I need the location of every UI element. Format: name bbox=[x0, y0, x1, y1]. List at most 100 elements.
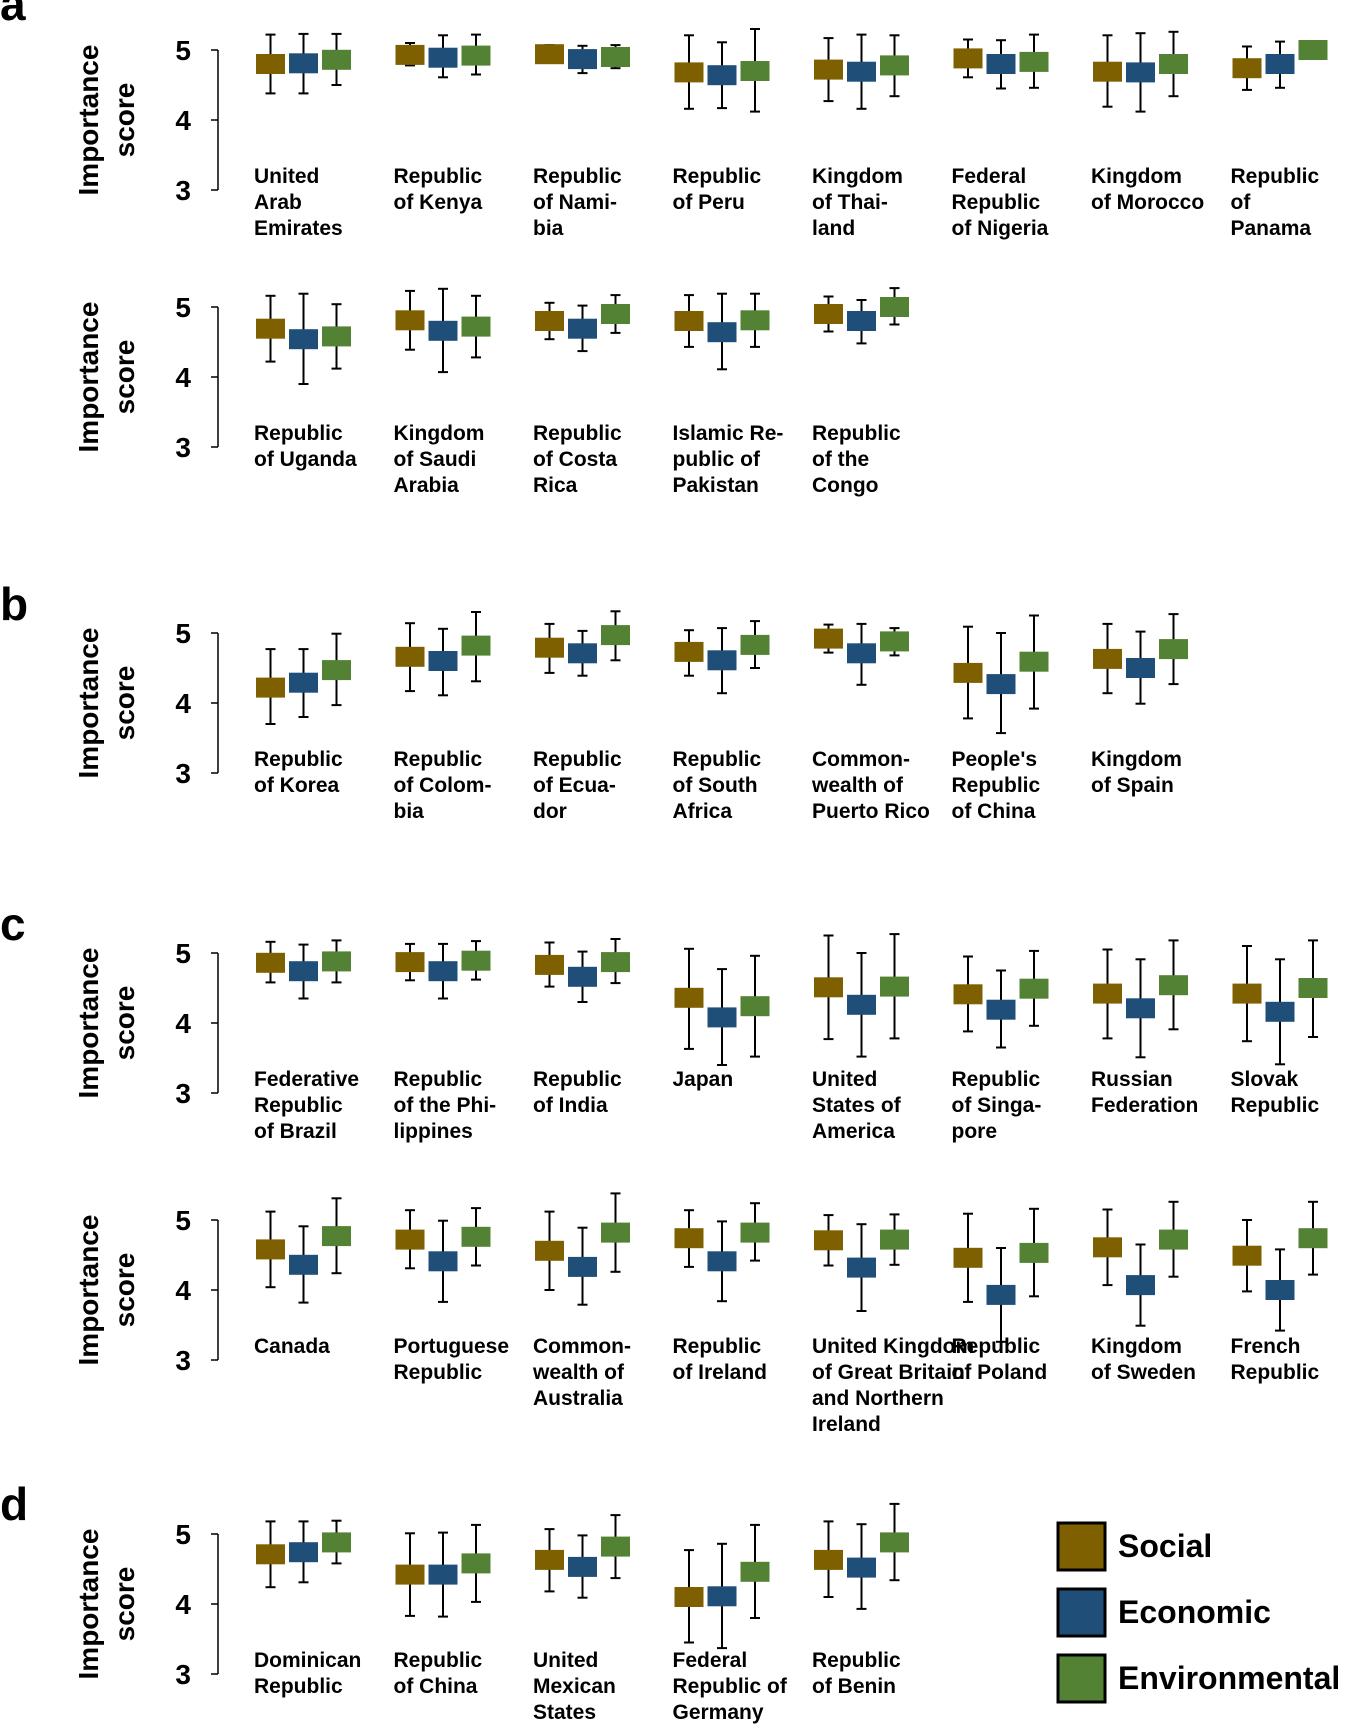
box-environmental bbox=[1159, 1229, 1188, 1250]
y-tick-label: 4 bbox=[175, 362, 191, 393]
box-environmental bbox=[740, 310, 770, 331]
box-social bbox=[535, 1549, 564, 1570]
y-tick-label: 5 bbox=[175, 292, 191, 323]
country-label: lippines bbox=[394, 1120, 473, 1143]
country-label: Portuguese bbox=[394, 1335, 510, 1358]
country-label: People's bbox=[952, 748, 1038, 771]
box-economic bbox=[428, 1564, 458, 1585]
country-label: United Kingdom bbox=[812, 1335, 974, 1358]
country-group: Canada bbox=[254, 1197, 351, 1358]
box-economic bbox=[986, 1284, 1016, 1305]
country-label: Republic bbox=[952, 191, 1041, 214]
box-environmental bbox=[740, 1222, 770, 1243]
box-economic bbox=[1265, 1280, 1295, 1300]
box-environmental bbox=[1019, 651, 1049, 672]
country-label: Ireland bbox=[812, 1413, 881, 1436]
country-label: of Uganda bbox=[254, 448, 357, 471]
box-social bbox=[535, 44, 564, 65]
country-label: Republic bbox=[952, 1068, 1041, 1091]
box-economic bbox=[986, 674, 1016, 695]
y-tick-label: 3 bbox=[175, 1659, 191, 1690]
country-label: Republic bbox=[1231, 165, 1320, 188]
panel-label: c bbox=[0, 898, 26, 950]
country-label: Common- bbox=[533, 1335, 631, 1358]
box-social bbox=[1093, 983, 1122, 1004]
country-label: Kingdom bbox=[1091, 1335, 1182, 1358]
box-economic bbox=[289, 53, 318, 74]
y-tick-label: 3 bbox=[175, 1345, 191, 1376]
box-economic bbox=[707, 1251, 737, 1272]
country-label: bia bbox=[394, 800, 425, 823]
country-label: Republic of bbox=[673, 1675, 788, 1698]
country-label: of Poland bbox=[952, 1361, 1048, 1384]
country-label: of Ecua- bbox=[533, 774, 616, 797]
box-economic bbox=[847, 994, 876, 1015]
legend-swatch-social bbox=[1056, 1521, 1107, 1572]
country-label: bia bbox=[533, 217, 564, 240]
country-label: of the Phi- bbox=[394, 1094, 497, 1117]
box-economic bbox=[847, 643, 876, 664]
y-tick-label: 4 bbox=[175, 688, 191, 719]
box-environmental bbox=[880, 1532, 909, 1553]
box-social bbox=[674, 987, 704, 1008]
box-economic bbox=[1126, 998, 1155, 1019]
box-social bbox=[674, 1228, 704, 1249]
box-social bbox=[535, 954, 564, 975]
country-label: of Morocco bbox=[1091, 191, 1204, 214]
country-label: public of bbox=[673, 448, 761, 471]
box-social bbox=[535, 1240, 564, 1261]
country-label: Common- bbox=[812, 748, 910, 771]
country-label: of Kenya bbox=[394, 191, 483, 214]
country-label: of Sweden bbox=[1091, 1361, 1196, 1384]
y-tick-label: 5 bbox=[175, 35, 191, 66]
country-label: of Spain bbox=[1091, 774, 1174, 797]
country-label: Kingdom bbox=[812, 165, 903, 188]
country-label: Republic bbox=[812, 422, 901, 445]
y-axis-label: Importance bbox=[73, 1215, 104, 1366]
box-economic bbox=[707, 1007, 737, 1028]
box-environmental bbox=[322, 1226, 351, 1247]
box-environmental bbox=[461, 635, 491, 656]
y-axis-label: score bbox=[109, 1567, 140, 1642]
country-label: Republic bbox=[533, 1068, 622, 1091]
y-axis-label: score bbox=[109, 1253, 140, 1328]
country-label: Republic bbox=[673, 748, 762, 771]
box-economic bbox=[428, 961, 458, 982]
box-social bbox=[674, 1587, 704, 1607]
box-social bbox=[814, 977, 843, 998]
box-environmental bbox=[1019, 1242, 1049, 1263]
country-label: Mexican bbox=[533, 1675, 616, 1698]
box-social bbox=[814, 628, 843, 649]
y-axis-label: Importance bbox=[73, 1529, 104, 1680]
y-tick-label: 3 bbox=[175, 432, 191, 463]
country-label: land bbox=[812, 217, 855, 240]
country-label: Slovak bbox=[1231, 1068, 1299, 1091]
country-label: Kingdom bbox=[1091, 165, 1182, 188]
box-environmental bbox=[880, 1229, 909, 1250]
country-label: Dominican bbox=[254, 1649, 361, 1672]
box-economic bbox=[847, 1257, 876, 1278]
country-label: Congo bbox=[812, 474, 878, 497]
country-label: of Peru bbox=[673, 191, 745, 214]
legend-label: Economic bbox=[1118, 1594, 1271, 1630]
country-label: of Costa bbox=[533, 448, 617, 471]
country-label: Arab bbox=[254, 191, 302, 214]
box-economic bbox=[847, 61, 876, 82]
box-environmental bbox=[740, 61, 770, 81]
country-label: Rica bbox=[533, 474, 578, 497]
box-environmental bbox=[322, 1532, 351, 1553]
